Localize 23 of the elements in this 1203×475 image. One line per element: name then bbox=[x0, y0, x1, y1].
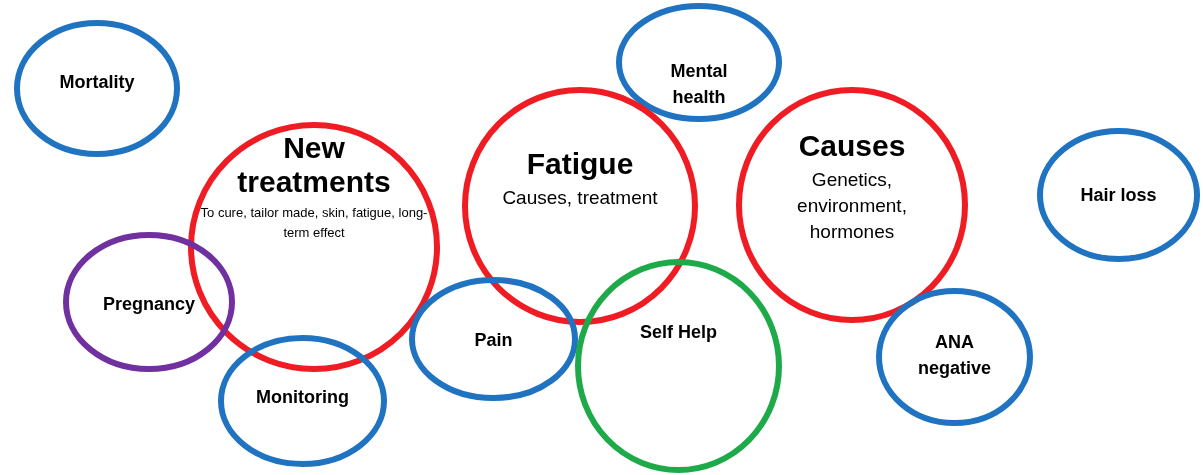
topic-heading: Mortality bbox=[59, 70, 135, 94]
topic-heading: New treatments bbox=[236, 131, 392, 199]
topic-circle bbox=[409, 277, 578, 401]
topic-description: Causes, treatment bbox=[502, 186, 658, 210]
topic-heading: Self Help bbox=[640, 321, 717, 344]
topic-description: Genetics, environment, hormones bbox=[796, 168, 908, 244]
topic-circle bbox=[575, 259, 782, 473]
topic-heading: Monitoring bbox=[256, 386, 349, 409]
topic-description: To cure, tailor made, skin, fatigue, long-term effect bbox=[199, 204, 429, 242]
topic-heading: Pregnancy bbox=[102, 293, 195, 316]
topic-circle bbox=[616, 3, 782, 122]
topic-heading: Hair loss bbox=[1080, 184, 1157, 207]
topic-heading: ANA negative bbox=[917, 331, 992, 380]
topic-circle bbox=[876, 288, 1033, 426]
topic-circle bbox=[63, 232, 235, 372]
topic-circle bbox=[14, 20, 180, 157]
topic-heading: Causes bbox=[798, 129, 906, 163]
topic-heading: Fatigue bbox=[526, 147, 634, 181]
topic-heading: Mental health bbox=[669, 59, 729, 109]
topic-circle bbox=[736, 87, 968, 323]
topic-circle bbox=[1037, 128, 1200, 262]
topic-circle bbox=[218, 335, 387, 467]
topic-heading: Pain bbox=[474, 329, 513, 352]
